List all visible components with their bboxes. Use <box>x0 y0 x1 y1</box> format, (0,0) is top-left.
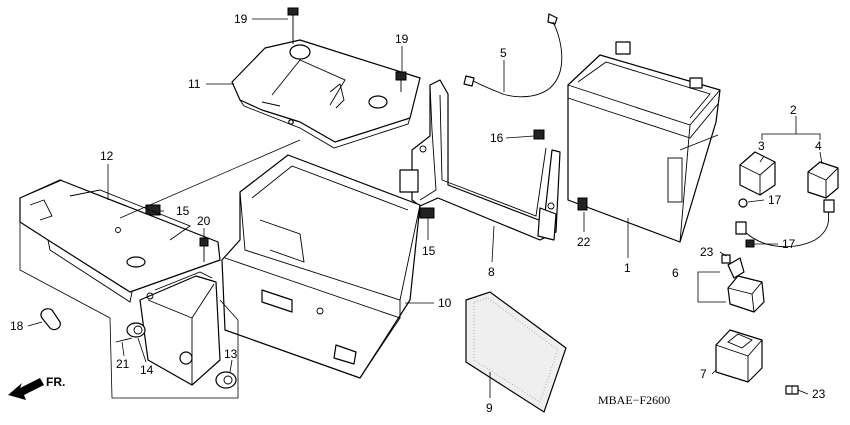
bolt-17-a <box>738 198 748 208</box>
fuse-23-b <box>785 385 799 395</box>
starter-relay <box>697 257 765 313</box>
terminal-cover-3 <box>739 151 776 196</box>
grommet-15-a <box>145 204 161 216</box>
front-direction-label: FR. <box>46 375 65 389</box>
bolt-22 <box>577 197 588 211</box>
callout-4: 4 <box>815 139 822 153</box>
callout-2: 2 <box>790 103 797 117</box>
callout-18: 18 <box>10 319 24 333</box>
clamp-18 <box>40 308 61 331</box>
callout-3: 3 <box>758 139 765 153</box>
callout-23-upper: 23 <box>700 245 714 259</box>
bolt-19-right <box>395 71 407 92</box>
callout-19-top: 19 <box>234 12 248 26</box>
callout-11: 11 <box>188 77 201 91</box>
callout-15-right: 15 <box>422 244 436 258</box>
battery-bracket <box>399 79 561 241</box>
fuse-box-bracket <box>19 179 221 303</box>
callout-20: 20 <box>197 214 211 228</box>
callout-12: 12 <box>100 149 114 163</box>
leader-lines <box>27 18 823 398</box>
callout-10: 10 <box>438 296 452 310</box>
battery-cable-2 <box>735 199 835 248</box>
callout-23-lower: 23 <box>812 387 826 401</box>
group-outline-12-right <box>219 299 239 321</box>
callout-5: 5 <box>500 46 507 60</box>
callout-22: 22 <box>577 235 591 249</box>
fuse-box <box>139 271 221 386</box>
grommet-15-b <box>419 207 435 219</box>
callout-17-lower: 17 <box>782 237 796 251</box>
callout-7: 7 <box>700 367 707 381</box>
callout-13: 13 <box>224 347 238 361</box>
bolt-19-top <box>287 7 299 44</box>
diagram-code: MBAE−F2600 <box>598 393 670 407</box>
rubber-mat <box>465 291 567 413</box>
grommet-13 <box>215 371 237 389</box>
callout-17-upper: 17 <box>768 193 782 207</box>
callout-8: 8 <box>488 265 495 279</box>
pin-21 <box>115 337 133 343</box>
callout-19-right: 19 <box>395 32 409 46</box>
bolt-16 <box>533 129 545 140</box>
callout-9: 9 <box>486 401 493 415</box>
callout-15-left: 15 <box>176 204 190 218</box>
cover-guide-line <box>119 139 301 219</box>
battery <box>567 41 721 243</box>
fuse-23-a <box>721 254 731 264</box>
callout-16: 16 <box>490 131 504 145</box>
relay-boot <box>715 329 763 383</box>
battery-cable <box>463 13 563 98</box>
callout-21: 21 <box>116 357 130 371</box>
group-outline-12-bottom <box>109 317 239 399</box>
group-outline-12 <box>19 179 111 319</box>
terminal-cover-4 <box>807 161 839 199</box>
callout-1: 1 <box>624 261 631 275</box>
callout-14: 14 <box>140 363 154 377</box>
battery-cover-plate <box>231 39 421 149</box>
battery-box <box>221 154 421 379</box>
front-direction-arrow: FR. <box>8 375 65 400</box>
bolt-17-b <box>745 239 755 248</box>
grommet-14 <box>126 322 146 338</box>
callout-6: 6 <box>672 266 679 280</box>
bracket-2 <box>761 116 821 140</box>
